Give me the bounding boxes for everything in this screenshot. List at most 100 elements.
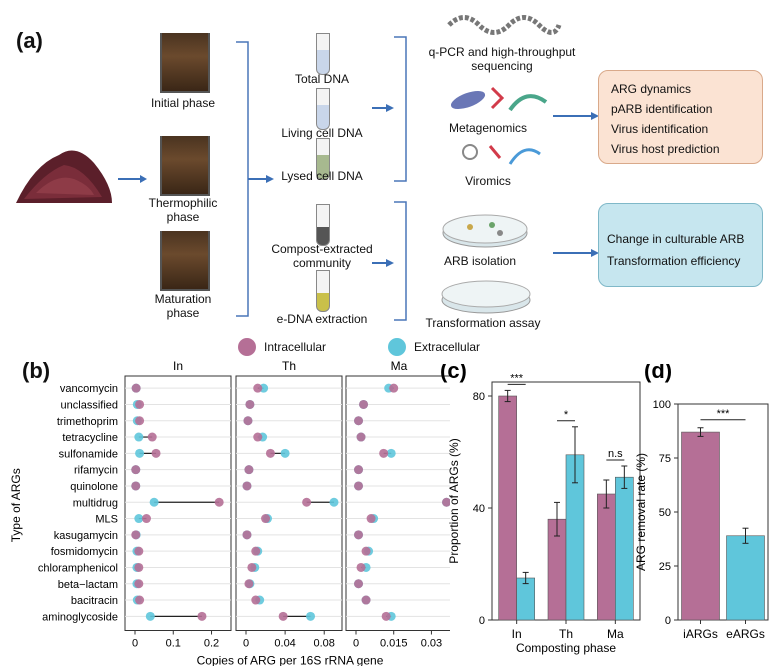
y-tick-label: 50 [659, 507, 671, 519]
extraction-label-edna: e-DNA extraction [276, 312, 368, 326]
method-label-transformation: Transformation assay [425, 316, 541, 330]
point-intracellular [379, 448, 389, 458]
x-tick-label: 0 [353, 638, 359, 650]
x-axis-title: Copies of ARG per 16S rRNA gene [197, 654, 384, 666]
arg-type-label: MLS [95, 514, 118, 526]
x-tick-label: 0.1 [166, 638, 181, 650]
arg-type-label: multidrug [73, 497, 118, 509]
y-tick-label: 0 [665, 615, 671, 627]
point-intracellular [134, 562, 144, 572]
facet-frame [345, 375, 450, 631]
outcomes-top-box: ARG dynamics pARB identification Virus i… [598, 70, 763, 164]
jar-maturation [160, 231, 210, 291]
bar-intracellular [498, 395, 517, 621]
arrow-compost-to-phases [118, 175, 147, 183]
point-intracellular [214, 497, 224, 507]
point-intracellular [244, 465, 254, 475]
panel-d-label: (d) [644, 364, 672, 383]
point-intracellular [389, 383, 399, 393]
arg-type-label: tetracycline [62, 432, 118, 444]
x-tick-label: 0.03 [421, 638, 442, 650]
jar-thermophilic [160, 136, 210, 196]
x-tick-label: iARGs [683, 627, 718, 641]
point-intracellular [261, 514, 271, 524]
point-intracellular [242, 530, 252, 540]
phase-label-thermophilic: Thermophilic phase [148, 196, 218, 224]
y-axis-title: ARG removal rate (%) [634, 453, 648, 571]
point-extracellular [329, 497, 339, 507]
bar-intracellular [597, 493, 616, 621]
point-extracellular [306, 611, 316, 621]
arg-type-label: fosmidomycin [51, 546, 118, 558]
point-intracellular [253, 383, 263, 393]
panel-b-label: (b) [22, 358, 51, 383]
point-intracellular [278, 611, 288, 621]
jar-initial [160, 33, 210, 93]
point-intracellular [131, 481, 141, 491]
extraction-label-total: Total DNA [294, 72, 350, 86]
point-intracellular [381, 611, 391, 621]
y-tick-label: 75 [659, 453, 671, 465]
bar-extracellular [516, 577, 535, 621]
point-intracellular [197, 611, 207, 621]
legend-extracellular: Extracellular [388, 338, 480, 356]
point-extracellular [149, 497, 159, 507]
metagenomics-icon [450, 86, 548, 112]
arg-type-label: vancomycin [60, 383, 118, 395]
tube-edna [316, 270, 330, 312]
arg-type-label: kasugamycin [54, 530, 118, 542]
phase-label-maturation: Maturation phase [154, 292, 212, 320]
x-tick-label: Th [559, 627, 573, 641]
arg-type-label: bacitracin [71, 595, 118, 607]
outcome-virus-host: Virus host prediction [611, 142, 720, 156]
bracket-phases [236, 41, 274, 317]
facet-title: Th [282, 359, 296, 373]
bar-eARGs [726, 535, 765, 621]
legend-swatch-extracellular [388, 338, 406, 356]
facet-title: Ma [391, 359, 408, 373]
y-tick-label: 100 [653, 399, 671, 411]
legend-swatch-intracellular [238, 338, 256, 356]
arrow-to-outcomes-bottom [553, 249, 599, 257]
compost-pile-image [16, 150, 112, 203]
facet-title: In [173, 359, 183, 373]
point-intracellular [253, 432, 263, 442]
point-intracellular [147, 432, 157, 442]
x-tick-label: eARGs [726, 627, 765, 641]
dumbbell-chart: vancomycinunclassifiedtrimethoprimtetrac… [9, 359, 450, 666]
arg-type-label: sulfonamide [59, 448, 118, 460]
point-intracellular [131, 383, 141, 393]
point-intracellular [131, 465, 141, 475]
point-intracellular [354, 416, 364, 426]
point-intracellular [135, 416, 145, 426]
outcome-arg-dynamics: ARG dynamics [611, 82, 692, 96]
point-intracellular [354, 530, 364, 540]
facet-frame [235, 375, 343, 631]
point-intracellular [141, 514, 151, 524]
arb-petri-dish-icon [442, 214, 528, 248]
extraction-label-lysed: Lysed cell DNA [281, 169, 363, 183]
point-intracellular [135, 399, 145, 409]
point-intracellular [265, 448, 275, 458]
point-intracellular [356, 432, 366, 442]
point-intracellular [361, 595, 371, 605]
arg-type-label: chloramphenicol [38, 562, 118, 574]
point-intracellular [251, 595, 261, 605]
tube-total-dna [316, 33, 330, 75]
significance-label: n.s [608, 448, 623, 460]
point-intracellular [354, 481, 364, 491]
point-intracellular [243, 416, 253, 426]
method-label-viromics: Viromics [465, 174, 511, 188]
method-label-qpcr: q-PCR and high-throughput sequencing [428, 45, 576, 73]
arg-type-label: trimethoprim [57, 416, 118, 428]
arrow-to-outcomes-top [553, 112, 599, 120]
point-intracellular [242, 481, 252, 491]
tube-lysed-dna [316, 138, 330, 180]
point-extracellular [134, 432, 144, 442]
outcome-virus-id: Virus identification [611, 122, 709, 136]
significance-label: *** [717, 408, 731, 420]
y-tick-label: 40 [473, 503, 485, 515]
bracket-dna [372, 36, 407, 182]
